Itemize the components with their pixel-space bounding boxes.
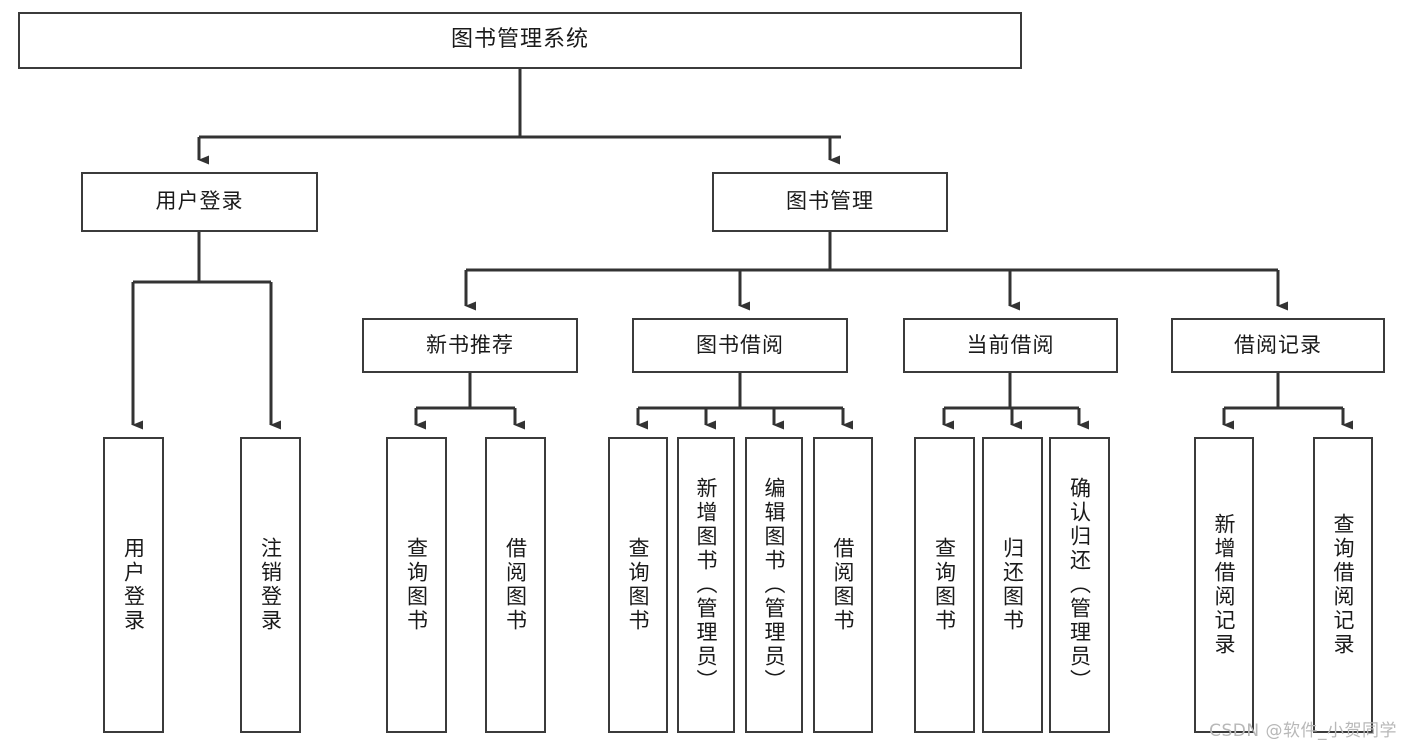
node-book-management[interactable]: 图书管理	[712, 172, 948, 232]
node-user-login-label: 用户登录	[155, 189, 244, 214]
connector-group-book-borrow	[636, 373, 853, 430]
node-book-borrow-label: 图书借阅	[696, 332, 784, 357]
node-root-label: 图书管理系统	[450, 27, 589, 53]
node-leaf-borrow-book-recommend-label: 借阅图书	[503, 537, 528, 633]
node-leaf-confirm-return-admin[interactable]: 确认归还（管理员）	[1049, 437, 1110, 733]
node-leaf-add-book-admin[interactable]: 新增图书（管理员）	[677, 437, 735, 733]
node-leaf-user-login-label: 用户登录	[121, 537, 146, 633]
node-leaf-user-login[interactable]: 用户登录	[103, 437, 164, 733]
node-leaf-confirm-return-admin-label: 确认归还（管理员）	[1067, 477, 1092, 693]
node-leaf-user-logout-label: 注销登录	[258, 537, 283, 633]
node-user-login[interactable]: 用户登录	[81, 172, 318, 232]
node-leaf-add-borrow-record[interactable]: 新增借阅记录	[1194, 437, 1254, 733]
node-leaf-query-book-recommend[interactable]: 查询图书	[386, 437, 447, 733]
node-leaf-borrow-book[interactable]: 借阅图书	[813, 437, 873, 733]
node-current-borrow-label: 当前借阅	[966, 332, 1055, 357]
node-leaf-query-book-borrow[interactable]: 查询图书	[608, 437, 668, 733]
node-leaf-return-book-label: 归还图书	[1000, 537, 1025, 633]
node-leaf-return-book[interactable]: 归还图书	[982, 437, 1043, 733]
node-leaf-query-borrow-record[interactable]: 查询借阅记录	[1313, 437, 1373, 733]
node-borrow-record-label: 借阅记录	[1234, 332, 1322, 357]
node-root-system[interactable]: 图书管理系统	[18, 12, 1022, 69]
node-leaf-query-book-current[interactable]: 查询图书	[914, 437, 975, 733]
node-leaf-add-borrow-record-label: 新增借阅记录	[1212, 513, 1237, 657]
node-current-borrow[interactable]: 当前借阅	[903, 318, 1118, 373]
node-leaf-add-book-admin-label: 新增图书（管理员）	[694, 477, 719, 693]
node-borrow-record[interactable]: 借阅记录	[1171, 318, 1385, 373]
connector-group-borrow-record	[1222, 373, 1353, 430]
node-book-borrow[interactable]: 图书借阅	[632, 318, 848, 373]
node-book-management-label: 图书管理	[786, 189, 874, 214]
node-new-book-recommend[interactable]: 新书推荐	[362, 318, 578, 373]
node-leaf-borrow-book-recommend[interactable]: 借阅图书	[485, 437, 546, 733]
connector-group-new-book-recommend	[414, 373, 525, 430]
node-leaf-query-book-current-label: 查询图书	[932, 537, 957, 633]
node-leaf-query-borrow-record-label: 查询借阅记录	[1331, 513, 1356, 657]
connector-group-user-login	[131, 232, 281, 430]
node-leaf-user-logout[interactable]: 注销登录	[240, 437, 301, 733]
node-leaf-query-book-recommend-label: 查询图书	[404, 537, 429, 633]
node-leaf-borrow-book-label: 借阅图书	[831, 537, 856, 633]
connector-group-current-borrow	[942, 373, 1089, 430]
node-leaf-edit-book-admin-label: 编辑图书（管理员）	[762, 477, 787, 693]
connector-group-root	[197, 69, 841, 165]
connector-group-book-management	[464, 232, 1288, 311]
node-leaf-edit-book-admin[interactable]: 编辑图书（管理员）	[745, 437, 803, 733]
node-leaf-query-book-borrow-label: 查询图书	[626, 537, 651, 633]
node-new-book-recommend-label: 新书推荐	[426, 332, 514, 357]
